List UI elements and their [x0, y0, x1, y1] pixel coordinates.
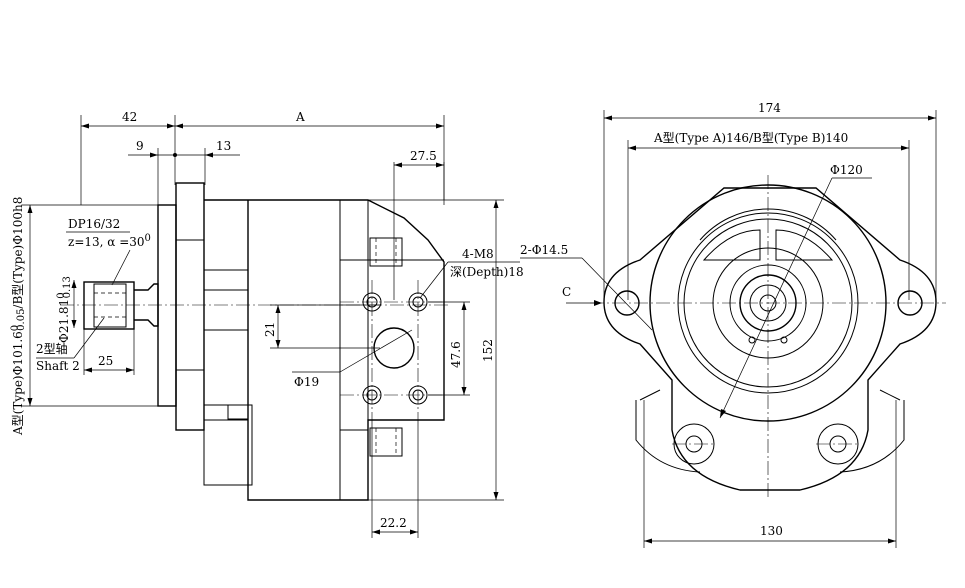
front-view: 174 A型(Type A)146/B型(Type B)140 — [520, 101, 946, 548]
shaft-spline — [83, 281, 135, 330]
pcd-label: Φ120 — [830, 163, 863, 177]
spline-spec-label: DP16/32 — [68, 217, 120, 231]
port-dia-label: Φ19 — [294, 375, 319, 389]
thread-label: 4-M8 — [462, 247, 494, 261]
mount-flange — [157, 204, 177, 407]
side-view: 42 A 9 13 27.5 A型(Type)Φ101.600.05/B型(Ty… — [10, 110, 524, 538]
dim-21-label: 21 — [263, 322, 277, 337]
dim-27-5-label: 27.5 — [410, 149, 437, 163]
dim-25-label: 25 — [98, 354, 113, 368]
type-ab-label: A型(Type A)146/B型(Type B)140 — [653, 131, 848, 145]
shaft-en-label: Shaft 2 — [36, 359, 80, 373]
spline-teeth-label: z=13, α =300 — [68, 233, 151, 249]
dim-152-label: 152 — [481, 339, 495, 362]
shaft-dia-label: Φ21.8100.13 — [56, 276, 73, 343]
bore-dim-label: A型(Type)Φ101.600.05/B型(Type)Φ100h8 — [10, 197, 27, 436]
thread-depth-label: 深(Depth)18 — [450, 265, 524, 279]
flange-plate — [175, 182, 205, 431]
view-c-label: C — [562, 285, 571, 299]
dim-22-2-label: 22.2 — [380, 516, 407, 530]
pump-body — [204, 199, 445, 501]
dim-9-label: 9 — [136, 139, 144, 153]
dim-130-label: 130 — [760, 524, 783, 538]
mount-holes-label: 2-Φ14.5 — [520, 243, 568, 257]
shaft-type-label: 2型轴 — [36, 341, 68, 356]
dim-174-label: 174 — [758, 101, 781, 115]
dim-42-label: 42 — [122, 110, 137, 124]
dim-47-6-label: 47.6 — [449, 341, 463, 368]
dim-13-label: 13 — [216, 139, 231, 153]
front-flange — [603, 187, 937, 491]
dim-a-label: A — [295, 110, 305, 124]
